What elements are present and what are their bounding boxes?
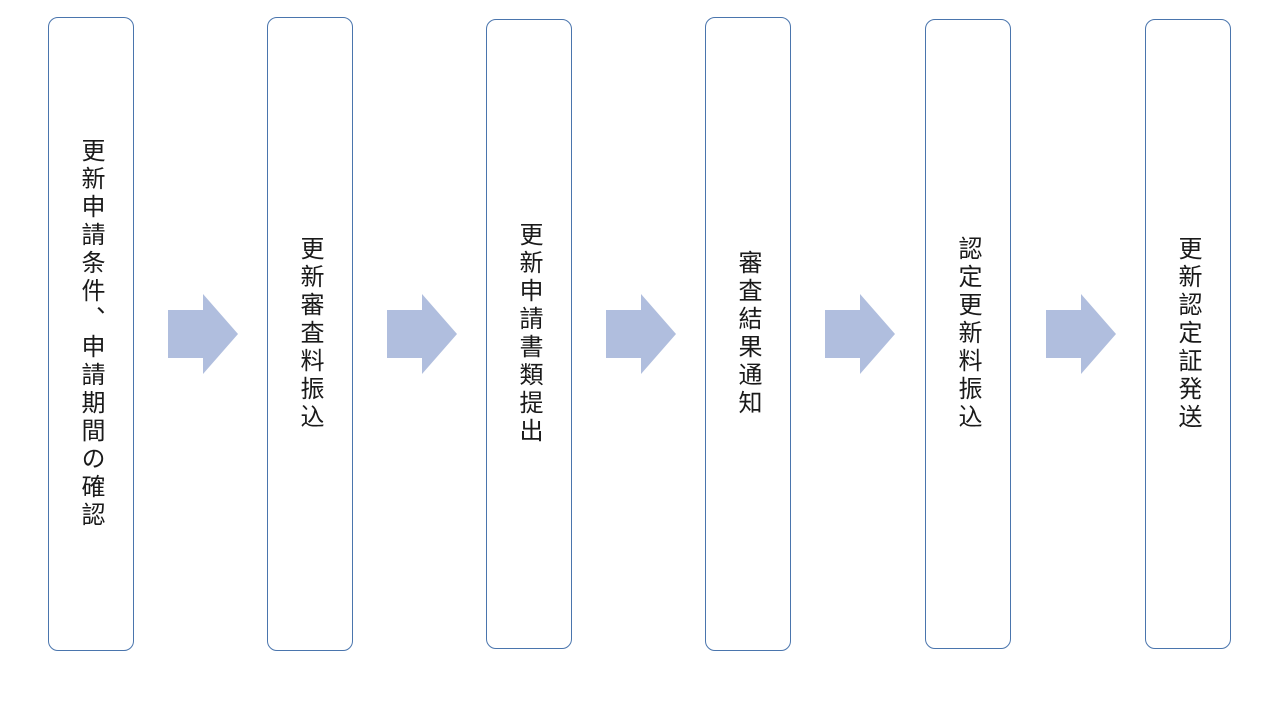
arrow-right-icon [1046,294,1116,374]
step-label-3: 更新申請書類提出 [515,222,543,446]
step-label-5: 認定更新料振込 [954,236,982,432]
arrow-right-icon [825,294,895,374]
step-label-4: 審査結果通知 [734,250,762,418]
step-label-1: 更新申請条件、申請期間の確認 [77,138,105,530]
step-box-2: 更新審査料振込 [267,17,353,651]
arrow-right-icon [606,294,676,374]
step-label-2: 更新審査料振込 [296,236,324,432]
step-box-6: 更新認定証発送 [1145,19,1231,649]
step-box-4: 審査結果通知 [705,17,791,651]
step-box-3: 更新申請書類提出 [486,19,572,649]
step-box-5: 認定更新料振込 [925,19,1011,649]
step-label-6: 更新認定証発送 [1174,236,1202,432]
step-box-1: 更新申請条件、申請期間の確認 [48,17,134,651]
arrow-right-icon [387,294,457,374]
arrow-right-icon [168,294,238,374]
